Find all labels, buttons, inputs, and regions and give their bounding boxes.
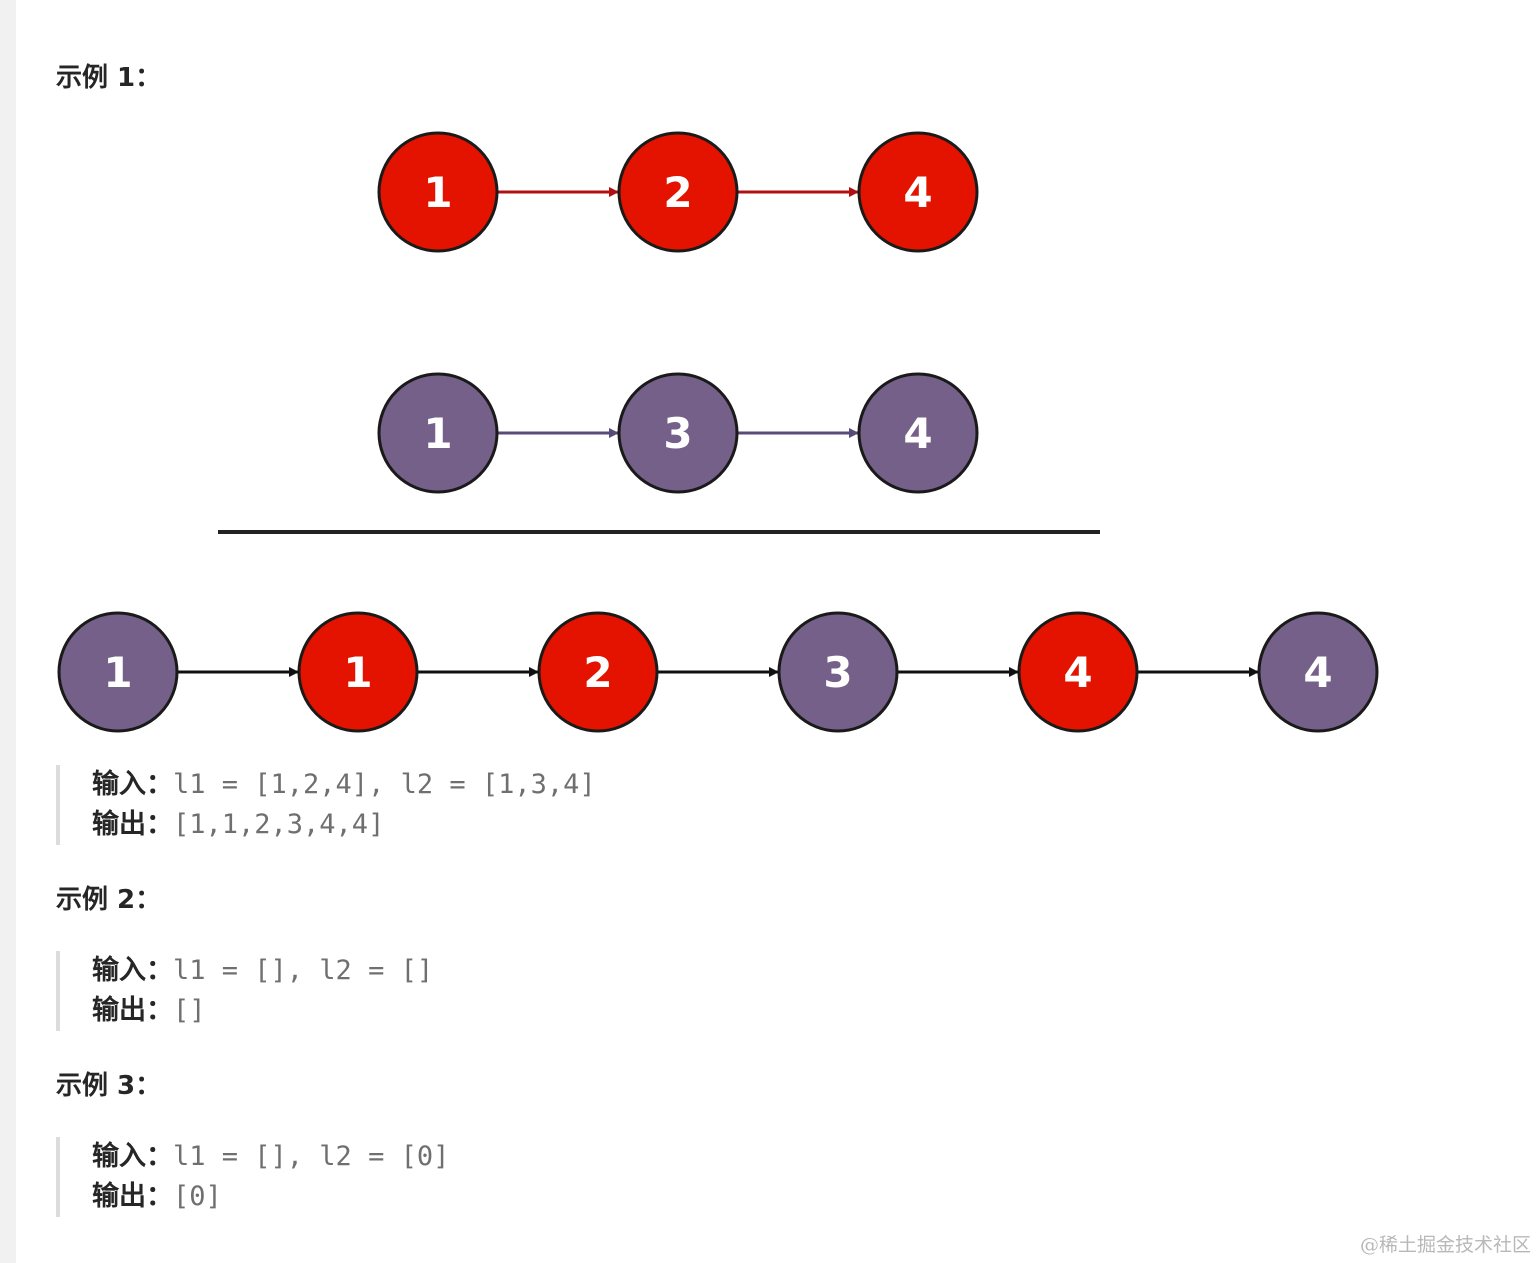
watermark: @稀土掘金技术社区 xyxy=(1359,1234,1531,1256)
left-gutter xyxy=(0,0,16,1263)
merged-row: 1 1 2 3 4 4 xyxy=(57,611,1379,733)
list1-node-3: 4 xyxy=(857,131,979,253)
list2-node-3: 4 xyxy=(857,372,979,494)
example-2-input-line: 输入：l1 = [], l2 = [] xyxy=(92,951,433,991)
output-value: [1,1,2,3,4,4] xyxy=(173,809,385,840)
merged-node-value: 1 xyxy=(343,648,372,697)
merged-node-circle xyxy=(1017,611,1139,733)
merged-node-value: 3 xyxy=(823,648,852,697)
output-value: [0] xyxy=(173,1181,222,1212)
list2-node-circle xyxy=(617,372,739,494)
merged-node-circle xyxy=(537,611,659,733)
merged-node-circle xyxy=(57,611,179,733)
merged-node-2: 1 xyxy=(297,611,419,733)
output-value: [] xyxy=(173,995,206,1026)
example-1-output-line: 输出：[1,1,2,3,4,4] xyxy=(92,805,596,845)
list2-node-value: 1 xyxy=(423,409,452,458)
merged-node-1: 1 xyxy=(57,611,179,733)
list1-node-value: 2 xyxy=(663,168,692,217)
input-label: 输入： xyxy=(92,1141,173,1172)
example-1-input-line: 输入：l1 = [1,2,4], l2 = [1,3,4] xyxy=(92,765,596,805)
list2-row: 1 3 4 xyxy=(377,372,979,494)
list2-node-value: 3 xyxy=(663,409,692,458)
list2-node-circle xyxy=(857,372,979,494)
example-3-input-line: 输入：l1 = [], l2 = [0] xyxy=(92,1137,449,1177)
list1-node-2: 2 xyxy=(617,131,739,253)
input-value: l1 = [], l2 = [] xyxy=(173,955,434,986)
input-value: l1 = [1,2,4], l2 = [1,3,4] xyxy=(173,769,596,800)
list2-node-1: 1 xyxy=(377,372,499,494)
merged-node-5: 4 xyxy=(1017,611,1139,733)
merged-node-3: 2 xyxy=(537,611,659,733)
list1-row: 1 2 4 xyxy=(377,131,979,253)
merged-node-4: 3 xyxy=(777,611,899,733)
merged-node-circle xyxy=(297,611,419,733)
list1-node-1: 1 xyxy=(377,131,499,253)
example-3-io-block: 输入：l1 = [], l2 = [0] 输出：[0] xyxy=(56,1137,449,1217)
example-2-io-block: 输入：l1 = [], l2 = [] 输出：[] xyxy=(56,951,433,1031)
list2-node-2: 3 xyxy=(617,372,739,494)
list1-node-circle xyxy=(377,131,499,253)
merged-node-circle xyxy=(777,611,899,733)
input-label: 输入： xyxy=(92,769,173,800)
list2-node-circle xyxy=(377,372,499,494)
list2-node-value: 4 xyxy=(903,409,932,458)
example-3-heading: 示例 3： xyxy=(56,1071,162,1101)
input-label: 输入： xyxy=(92,955,173,986)
list1-node-circle xyxy=(857,131,979,253)
example-2-heading: 示例 2： xyxy=(56,885,162,915)
merged-node-value: 2 xyxy=(583,648,612,697)
input-value: l1 = [], l2 = [0] xyxy=(173,1141,450,1172)
merged-node-6: 4 xyxy=(1257,611,1379,733)
output-label: 输出： xyxy=(92,1181,173,1212)
list1-node-value: 1 xyxy=(423,168,452,217)
merged-node-circle xyxy=(1257,611,1379,733)
merged-node-value: 4 xyxy=(1063,648,1092,697)
example-1-io-block: 输入：l1 = [1,2,4], l2 = [1,3,4] 输出：[1,1,2,… xyxy=(56,765,596,845)
example-2-output-line: 输出：[] xyxy=(92,991,433,1031)
output-label: 输出： xyxy=(92,995,173,1026)
output-label: 输出： xyxy=(92,809,173,840)
example-3-output-line: 输出：[0] xyxy=(92,1177,449,1217)
list1-node-circle xyxy=(617,131,739,253)
merge-lists-diagram: 1 2 4 1 3 4 1 1 2 3 4 4 xyxy=(57,131,1379,733)
merged-node-value: 4 xyxy=(1303,648,1332,697)
example-1-heading: 示例 1： xyxy=(56,63,162,93)
merged-node-value: 1 xyxy=(103,648,132,697)
list1-node-value: 4 xyxy=(903,168,932,217)
